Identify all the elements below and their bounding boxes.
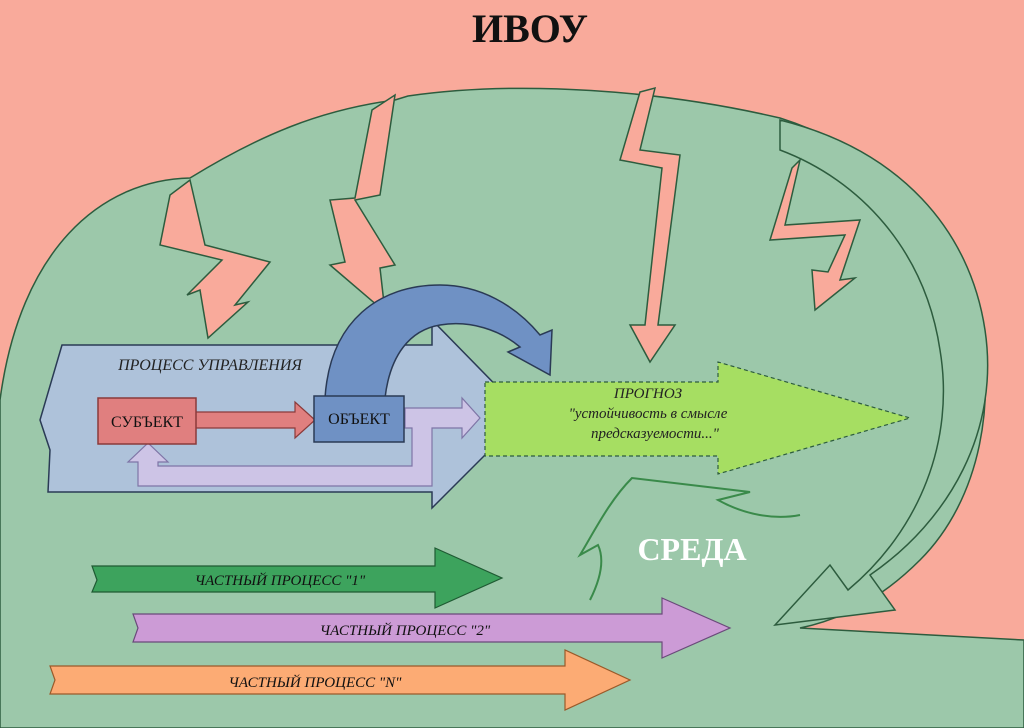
feedback-loop-arrow (126, 396, 481, 487)
page-title: ИВОУ (472, 6, 588, 51)
subject-box (97, 397, 197, 445)
subject-label: СУБЪЕКТ (111, 414, 183, 431)
lightning-bolt-3 (619, 86, 681, 364)
forecast-line-1: "устойчивость в смысле (569, 406, 728, 422)
environment-label: СРЕДА (637, 531, 746, 567)
object-label: ОБЪЕКТ (328, 411, 390, 428)
object-box (313, 395, 405, 443)
partial-process-2-arrow (132, 597, 732, 659)
partial-process-n-label: ЧАСТНЫЙ ПРОЦЕСС "N" (229, 674, 403, 691)
lightning-bolt-4 (768, 157, 862, 312)
forecast-arrow (484, 361, 913, 475)
partial-process-1-arrow (91, 547, 504, 609)
object-to-forecast-arrow (324, 284, 553, 399)
lightning-bolt-2 (328, 93, 397, 314)
lightning-bolt-1 (159, 178, 272, 340)
environment-curve-arrow (773, 119, 989, 626)
partial-process-2-label: ЧАСТНЫЙ ПРОЦЕСС "2" (320, 622, 491, 639)
partial-process-1-label: ЧАСТНЫЙ ПРОЦЕСС "1" (195, 572, 366, 589)
environment-squiggle (577, 476, 801, 601)
forecast-line-2: предсказуемости..." (591, 426, 720, 442)
partial-process-n-arrow (49, 649, 632, 711)
subject-to-object-arrow (194, 400, 316, 440)
forecast-title: ПРОГНОЗ (613, 386, 683, 402)
management-process-label: ПРОЦЕСС УПРАВЛЕНИЯ (117, 357, 303, 374)
